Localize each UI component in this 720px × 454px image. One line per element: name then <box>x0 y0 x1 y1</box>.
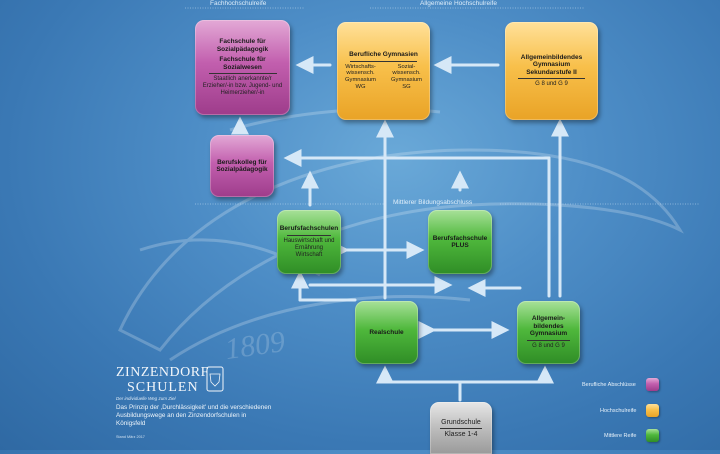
berufliche-gymnasien-title: Berufliche Gymnasien <box>349 51 418 59</box>
grundschule-divider <box>440 427 482 429</box>
header-mittlerer-bildungsabschluss: Mittlerer Bildungsabschluss <box>393 199 473 206</box>
logo-line-2: SCHULEN <box>127 380 199 395</box>
legend-label-2: Mittlere Reife <box>604 433 637 439</box>
box-allgemeinbildendes-gymnasium-sek2: Allgemeinbildendes Gymnasium Sekundarstu… <box>505 22 598 120</box>
allg-gym-title: Allgemein-bildendes Gymnasium <box>529 315 568 338</box>
box-fachschule: Fachschule für Sozialpädagogik Fachschul… <box>195 20 290 115</box>
berufsfachschulen-title: Berufsfachschulen <box>279 225 339 233</box>
watermark-year: 1809 <box>223 325 287 366</box>
berufliche-gymnasien-divider <box>350 60 417 62</box>
logo-crest-icon <box>206 366 224 392</box>
legend-swatch-2 <box>646 429 659 442</box>
box-berufsfachschule-plus: Berufsfachschule PLUS <box>428 210 492 274</box>
legend-label-1: Hochschulreife <box>600 408 637 414</box>
realschule-title: Realschule <box>369 328 404 336</box>
box-realschule: Realschule <box>355 301 418 364</box>
legend-swatch-0 <box>646 378 659 391</box>
fachschule-desc: Staatlich anerkannte/r Erzieher/-in bzw.… <box>202 76 283 96</box>
berufsfachschulen-divider <box>287 234 331 236</box>
allg-gym-sek2-divider <box>518 78 585 80</box>
header-allgemeine-hochschulreife: Allgemeine Hochschulreife <box>420 0 497 7</box>
legend-swatch-1 <box>646 404 659 417</box>
berufsfachschule-plus-title: Berufsfachschule PLUS <box>432 234 488 250</box>
box-berufskolleg: Berufskolleg für Sozialpädagogik <box>210 135 274 197</box>
box-berufsfachschulen: Berufsfachschulen Hauswirtschaft und Ern… <box>277 210 341 274</box>
logo-tagline: Der individuelle Weg zum Ziel <box>116 396 176 401</box>
allg-gym-sek2-title: Allgemeinbildendes Gymnasium Sekundarstu… <box>520 53 583 76</box>
fachschule-title-1: Fachschule für Sozialpädagogik <box>216 38 269 53</box>
grundschule-title: Grundschule <box>441 418 481 426</box>
logo-line-1: ZINZENDORF <box>116 365 209 380</box>
berufliche-gymnasien-sg: Sozial-wissensch. Gymnasium SG <box>391 63 422 91</box>
berufsfachschulen-desc: Hauswirtschaft und Ernährung Wirtschaft <box>283 237 335 258</box>
diagram-description: Das Prinzip der ‚Durchlässigkeit' und di… <box>116 404 272 428</box>
fachschule-title-2: Fachschule für Sozialwesen <box>219 56 266 71</box>
berufliche-gymnasien-wg: Wirtschafts-wissensch. Gymnasium WG <box>345 63 376 91</box>
legend-label-0: Berufliche Abschlüsse <box>582 382 636 388</box>
header-fachhochschulreife: Fachhochschulreife <box>210 0 267 7</box>
allg-gym-sek2-sub: G 8 und G 9 <box>535 81 568 88</box>
allg-gym-sub: G 8 und G 9 <box>532 342 565 349</box>
berufskolleg-title: Berufskolleg für Sozialpädagogik <box>216 158 268 174</box>
stand-date: Stand März 2017 <box>116 435 145 439</box>
grundschule-sub: Klasse 1-4 <box>444 430 478 438</box>
box-berufliche-gymnasien: Berufliche Gymnasien Wirtschafts-wissens… <box>337 22 430 120</box>
allg-gym-divider <box>527 339 570 341</box>
box-allgemeinbildendes-gymnasium: Allgemein-bildendes Gymnasium G 8 und G … <box>517 301 580 364</box>
fachschule-divider <box>208 73 277 74</box>
box-grundschule: Grundschule Klasse 1-4 <box>430 402 492 454</box>
